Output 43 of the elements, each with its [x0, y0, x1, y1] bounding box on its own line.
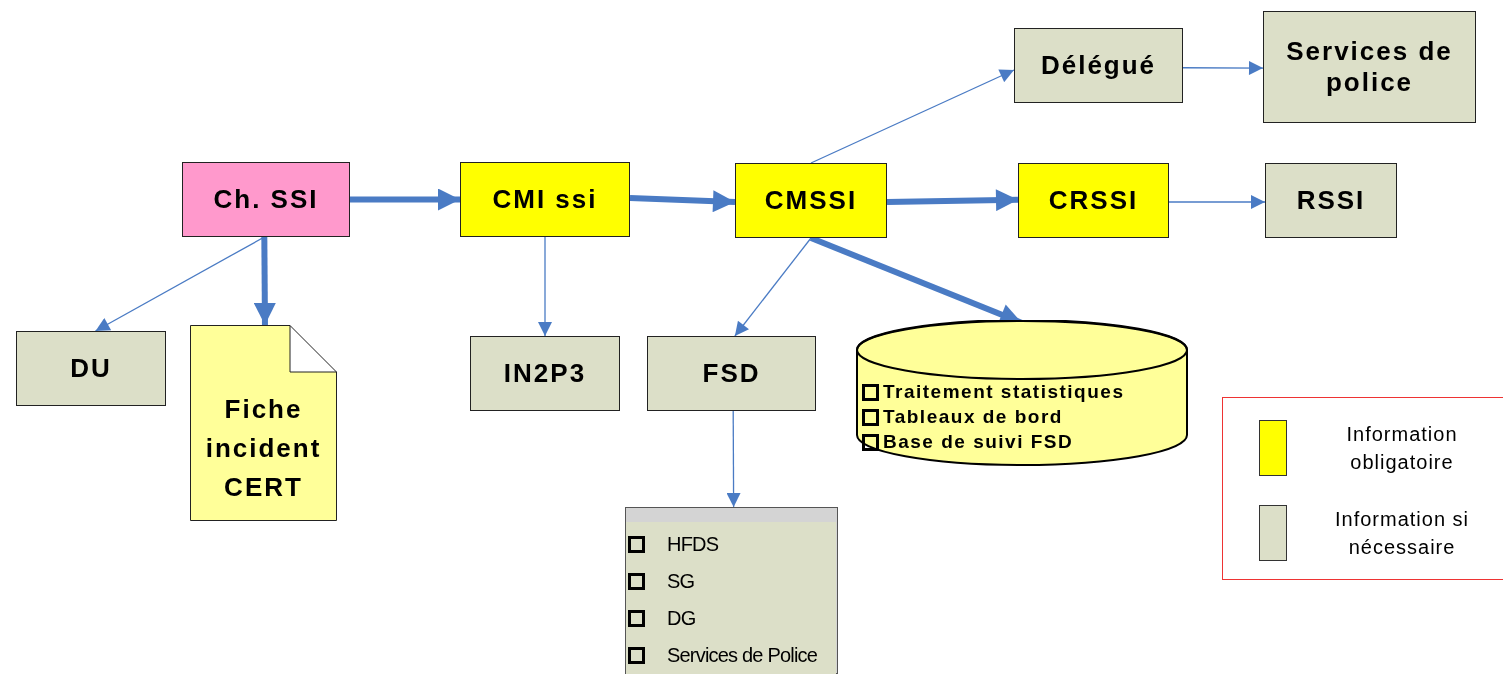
- list-item: HFDS: [667, 533, 719, 556]
- process-box: [1263, 11, 1476, 123]
- arrow: [253, 236, 276, 326]
- node-label: RSSI: [1296, 184, 1366, 217]
- node-label: CMI ssi: [492, 183, 598, 216]
- node-label: CRSSI: [1048, 184, 1139, 217]
- process-box: [1018, 163, 1169, 238]
- node-label: Fiche incident CERT: [204, 392, 323, 504]
- process-box: [460, 162, 630, 237]
- process-box: [1014, 28, 1183, 103]
- process-box: [735, 163, 887, 238]
- process-box: [1265, 163, 1397, 238]
- list-item: Services de Police: [667, 644, 818, 667]
- node-label: Délégué: [1040, 49, 1157, 82]
- arrow: [886, 189, 1019, 212]
- process-box: [647, 336, 816, 411]
- arrow: [629, 190, 736, 213]
- database-cylinder: [856, 320, 1188, 466]
- list-item: Traitement statistiques: [883, 382, 1125, 403]
- arrow: [734, 237, 812, 337]
- arrow: [810, 69, 1015, 164]
- legend-label: Information si nécessaire: [1333, 507, 1471, 560]
- list-item: Tableaux de bord: [883, 406, 1063, 428]
- arrow: [1168, 195, 1266, 209]
- process-box: [470, 336, 620, 411]
- node-label: DU: [70, 352, 112, 385]
- document-note: [190, 325, 337, 521]
- node-label: Ch. SSI: [213, 183, 319, 216]
- arrow: [1182, 61, 1264, 76]
- process-box: [16, 331, 166, 406]
- recipient-list-box: [625, 507, 838, 674]
- list-item: SG: [667, 570, 695, 593]
- arrow: [538, 236, 552, 337]
- list-item: DG: [667, 607, 696, 630]
- legend-label: Information obligatoire: [1345, 422, 1459, 475]
- node-label: CMSSI: [764, 184, 858, 217]
- arrow: [726, 410, 741, 508]
- sender-box: [182, 162, 350, 237]
- arrow: [350, 188, 460, 211]
- node-label: IN2P3: [503, 357, 587, 390]
- node-label: Services de police: [1285, 35, 1454, 99]
- list-item: Base de suivi FSD: [883, 431, 1074, 453]
- node-label: FSD: [702, 357, 761, 390]
